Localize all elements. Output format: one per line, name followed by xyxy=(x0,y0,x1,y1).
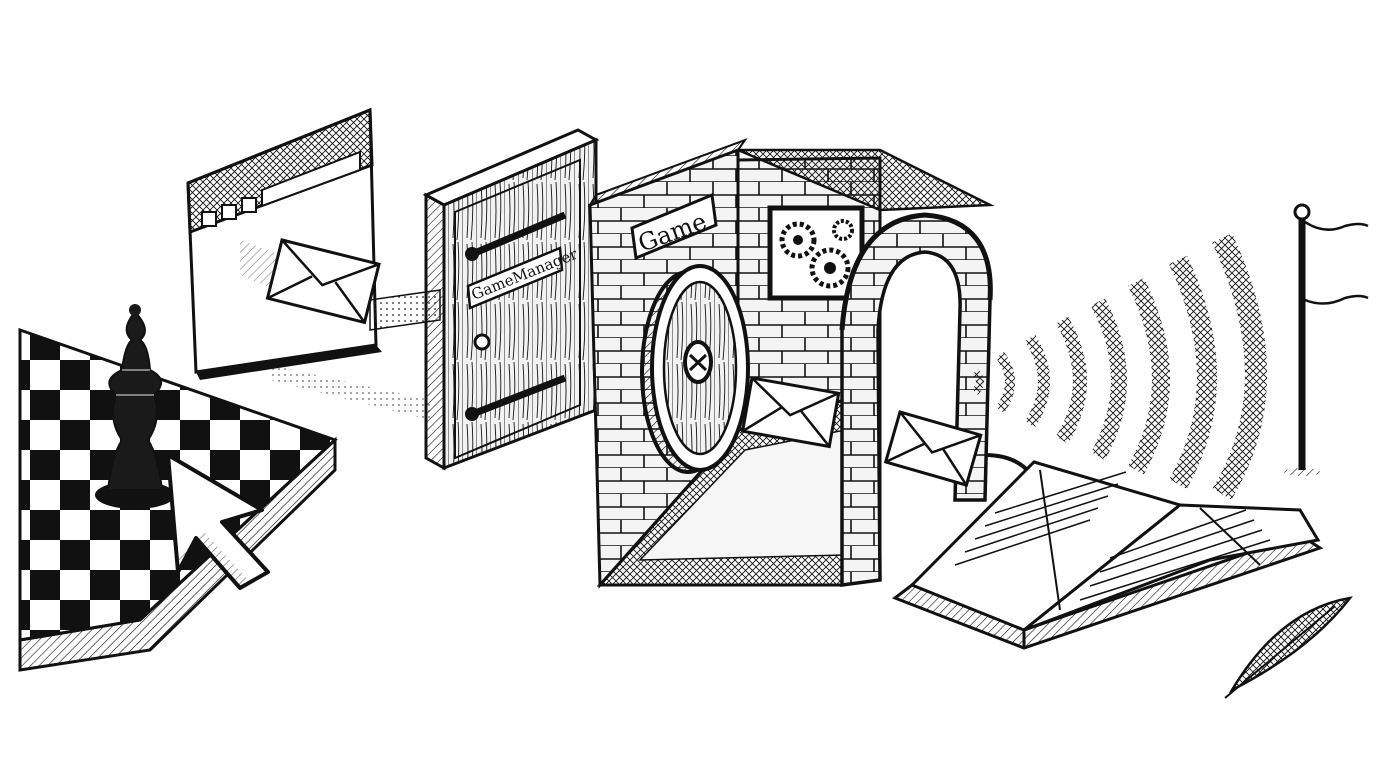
envelope-icon xyxy=(740,376,841,449)
vault-wheel-icon xyxy=(640,264,750,474)
envelope-icon xyxy=(883,410,983,487)
gears-icon xyxy=(767,205,865,301)
flag-icon xyxy=(1284,203,1369,476)
cursor-icon xyxy=(166,453,270,590)
quill-icon xyxy=(1224,596,1353,699)
signal-waves-icon xyxy=(972,233,1267,500)
envelope-icon xyxy=(265,238,381,325)
ledger-book-icon xyxy=(891,460,1324,650)
stone-arch-icon xyxy=(839,212,993,587)
bishop-icon xyxy=(95,304,175,509)
wooden-door-icon xyxy=(422,128,600,471)
